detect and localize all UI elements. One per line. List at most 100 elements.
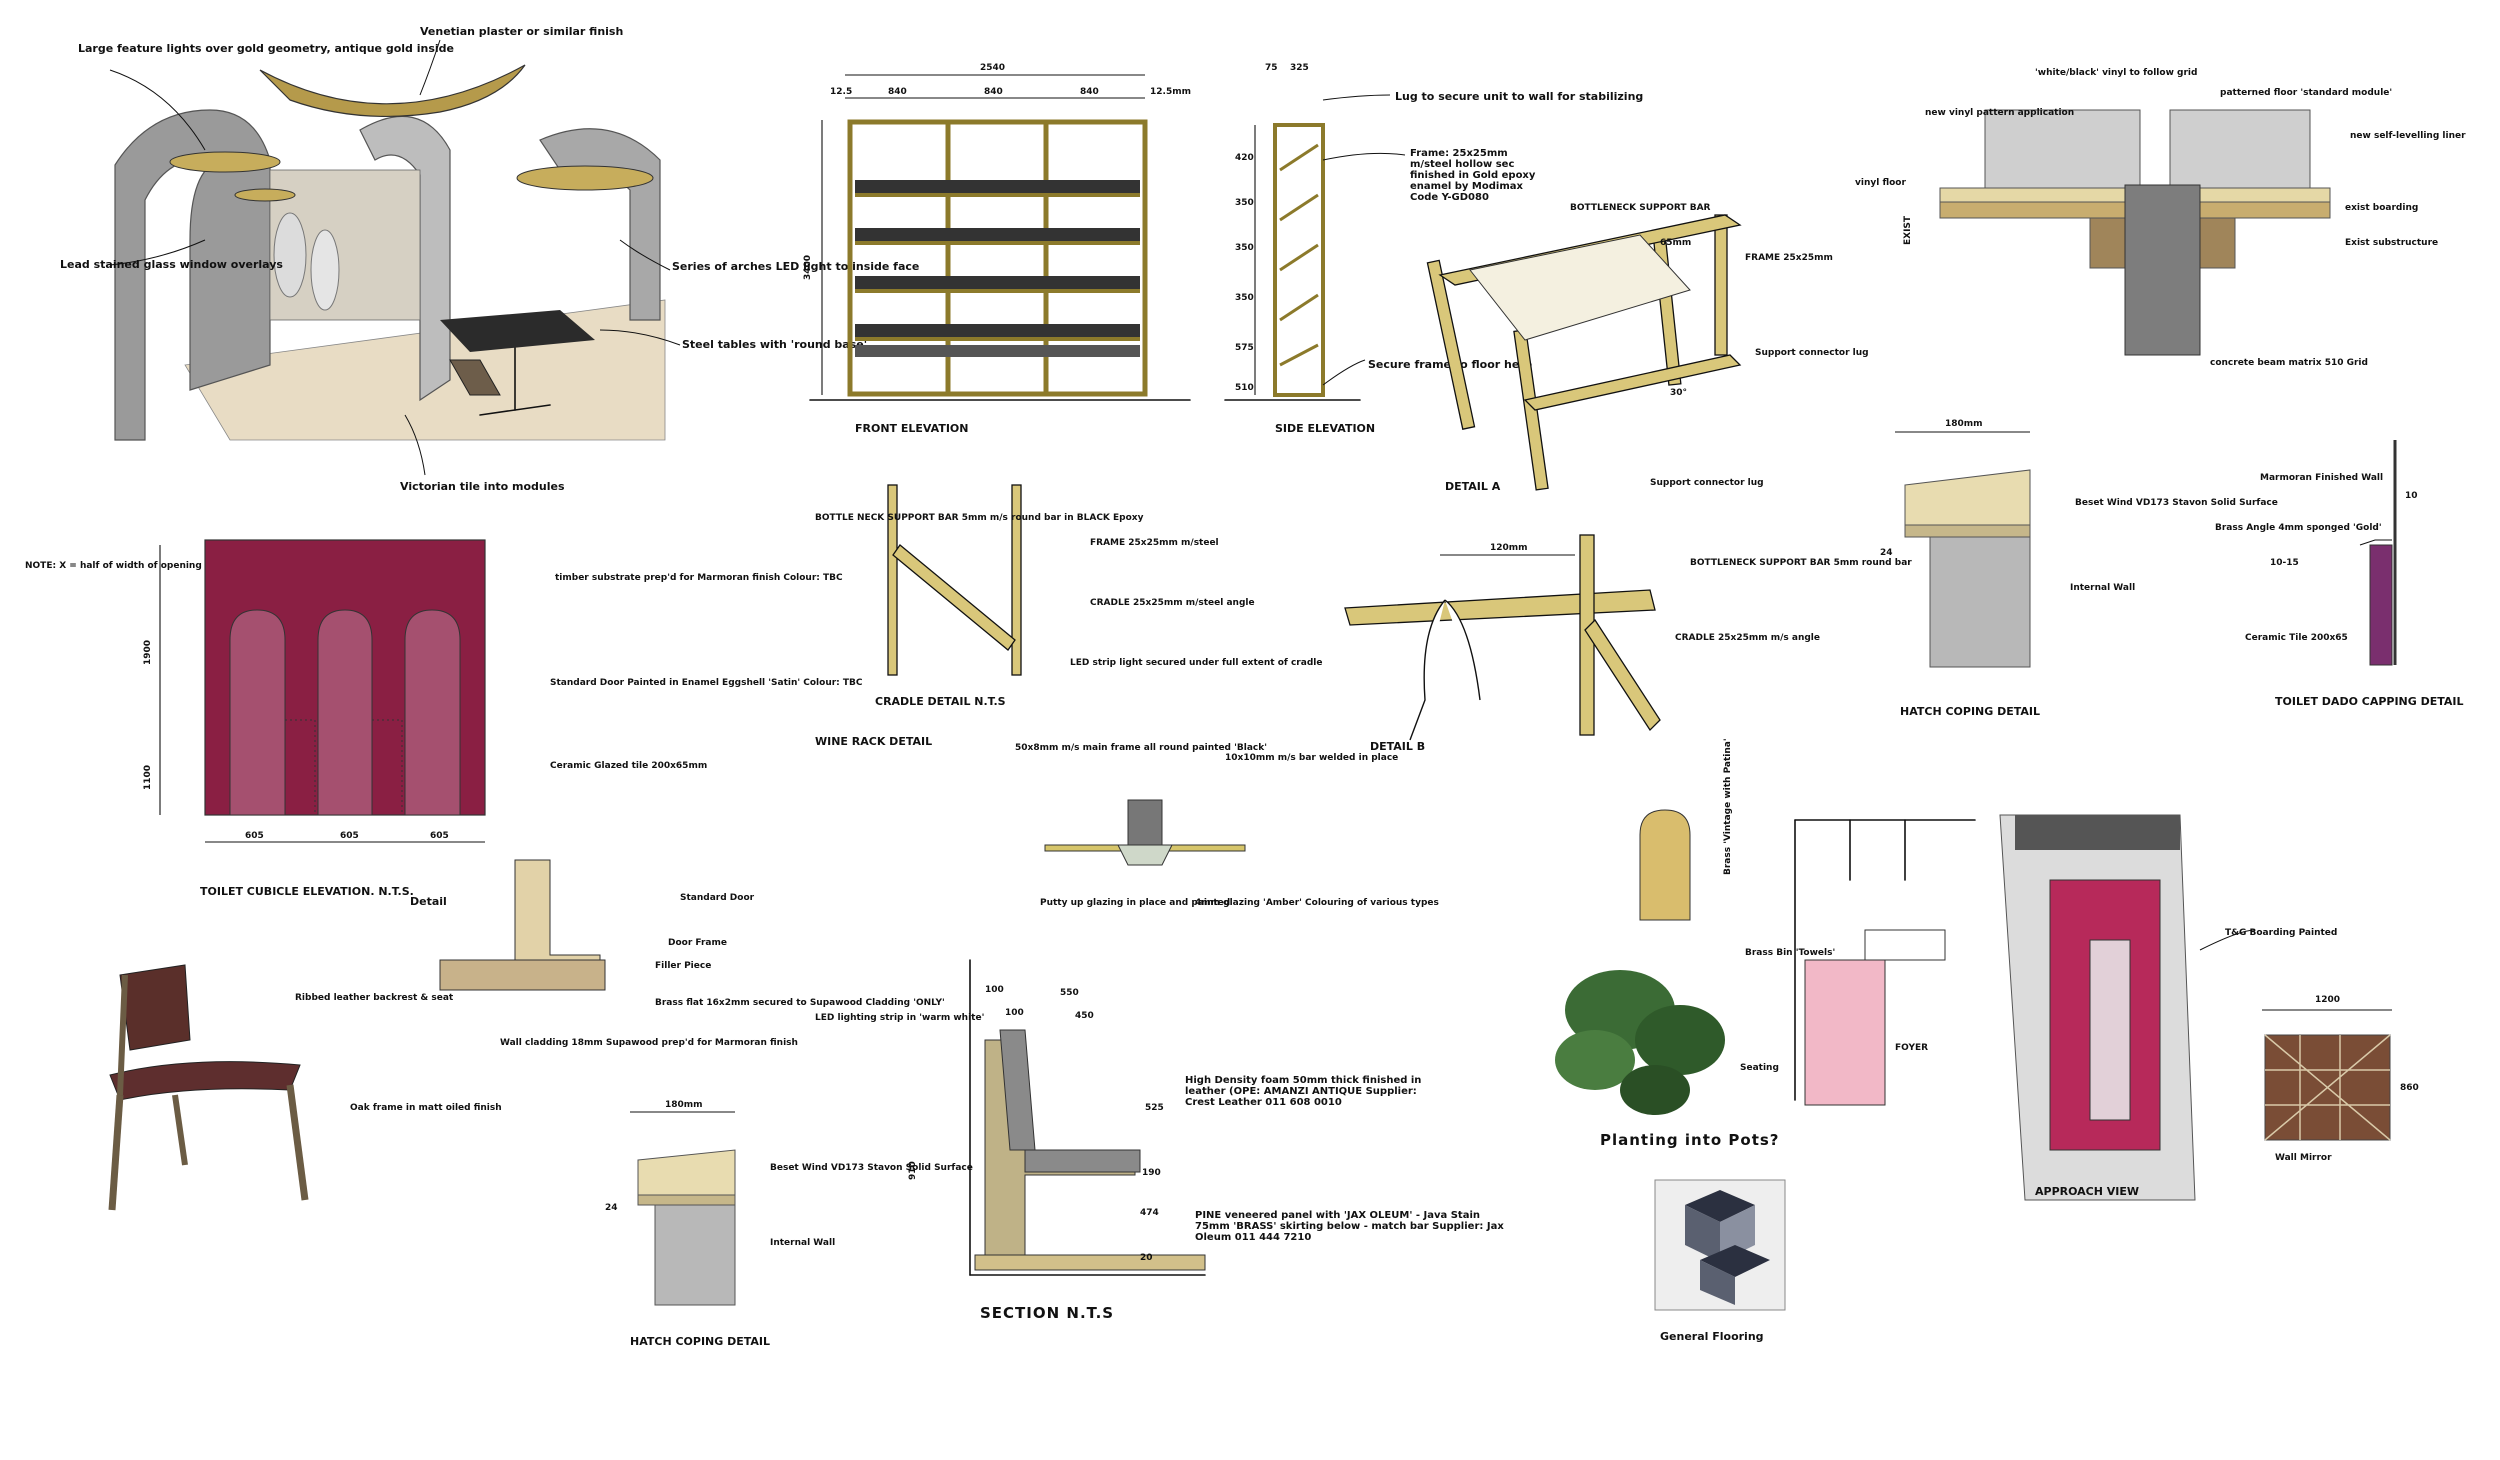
note-internal-wall-2: Internal Wall: [770, 1238, 835, 1248]
note-foam-wrap: High Density foam 50mm thick finished in…: [1185, 1075, 1421, 1108]
banquette-section: 100 100 550 450 525 910 190 474 20 LED l…: [815, 959, 1504, 1322]
floor-slab-right: [2169, 109, 2311, 191]
dim-10-15: 10-15: [2270, 558, 2299, 568]
glazing-bar: [1127, 799, 1163, 846]
note-brass-angle: Brass Angle 4mm sponged 'Gold': [2215, 523, 2382, 533]
caption-cubicle: TOILET CUBICLE ELEVATION. N.T.S.: [200, 885, 414, 898]
note-beset-1: Beset Wind VD173 Stavon Solid Surface: [2075, 498, 2278, 508]
dim-860: 860: [2400, 1083, 2419, 1093]
pendant-light-1: [169, 151, 281, 173]
dim-side-1: 350: [1235, 198, 1254, 208]
bottle-rows: [855, 180, 1140, 357]
caption-detail-a: DETAIL A: [1445, 480, 1501, 493]
internal-wall-2: [654, 1204, 736, 1306]
note-ceramic-glazed: Ceramic Glazed tile 200x65mm: [550, 761, 707, 771]
toilet-plan: Brass Bin 'Towels' Seating FOYER: [1740, 819, 1976, 1106]
floor-detail: 'white/black' vinyl to follow grid patte…: [1855, 68, 2466, 368]
foyer-zone: [1804, 959, 1886, 1106]
note-ribbed-leather: Ribbed leather backrest & seat: [295, 993, 454, 1003]
note-filler: Filler Piece: [655, 961, 711, 971]
note-wall-mirror: Wall Mirror: [2275, 1153, 2332, 1163]
ceramic-tile: [2369, 544, 2393, 666]
caption-dado: TOILET DADO CAPPING DETAIL: [2275, 695, 2464, 708]
flooring-tile: [1654, 1179, 1786, 1311]
dim-1900: 1900: [143, 640, 153, 665]
tag-detail: Detail: [410, 895, 447, 908]
note-new-vinyl: new vinyl pattern application: [1925, 108, 2074, 118]
note-timber-substrate: timber substrate prep'd for Marmoran fin…: [555, 573, 843, 583]
note-frame: Frame: 25x25mm m/steel hollow sec finish…: [1410, 148, 1536, 203]
dim-height: 3400: [803, 255, 813, 280]
note-standard-door: Standard Door Painted in Enamel Eggshell…: [550, 678, 863, 688]
caption-detail-b: DETAIL B: [1370, 740, 1425, 753]
note-bottleneck-b: BOTTLENECK SUPPORT BAR 5mm round bar: [1690, 558, 1912, 568]
note-patterned: patterned floor 'standard module': [2220, 88, 2392, 98]
note-vinyl-floor: vinyl floor: [1855, 178, 1906, 188]
dim-605-1: 605: [245, 831, 264, 841]
note-bottleneck-a: BOTTLENECK SUPPORT BAR: [1570, 203, 1711, 213]
dim-s-2: 550: [1060, 988, 1079, 998]
dim-s-5: 910: [908, 1161, 918, 1180]
note-foyer: FOYER: [1895, 1043, 1928, 1053]
note-brass-towels: Brass Bin 'Towels': [1745, 948, 1835, 958]
detail-b: 120mm BOTTLENECK SUPPORT BAR 5mm round b…: [1344, 534, 1912, 753]
approach-view: T&G Boarding Painted 1200 860 Wall Mirro…: [1999, 814, 2419, 1201]
dim-1200: 1200: [2315, 995, 2340, 1005]
note-brass-vintage: Brass 'Vintage with Patina': [1723, 738, 1733, 875]
note-pine: PINE veneered panel with 'JAX OLEUM' - J…: [1195, 1210, 1504, 1243]
caption-approach: APPROACH VIEW: [2035, 1185, 2139, 1198]
steel-table: [440, 310, 595, 352]
note-feature-lights: Large feature lights over gold geometry,…: [78, 42, 454, 55]
caption-hatch-1: HATCH COPING DETAIL: [1900, 705, 2040, 718]
dim-side-0: 420: [1235, 153, 1254, 163]
floor-slab-left: [1984, 109, 2141, 191]
dim-bay-4: 12.5mm: [1150, 87, 1191, 97]
note-brass-flat: Brass flat 16x2mm secured to Supawood Cl…: [655, 998, 945, 1008]
dim-bay-1: 840: [888, 87, 907, 97]
pendant-light-2: [516, 165, 654, 191]
note-bottleneck-bar: BOTTLE NECK SUPPORT BAR 5mm m/s round ba…: [815, 513, 1144, 523]
dim-hatch-2-side: 24: [605, 1203, 618, 1213]
foam-seat: [1024, 1149, 1141, 1173]
bottle-rack-iso: [1469, 234, 1691, 341]
brass-bin: [1639, 809, 1691, 921]
note-white-black: 'white/black' vinyl to follow grid: [2035, 68, 2197, 78]
note-frame-wrap: Frame: 25x25mm m/steel hollow sec finish…: [1410, 148, 1536, 203]
dim-bay-2: 840: [984, 87, 1003, 97]
cubicle-door-2: [317, 609, 373, 816]
note-exist-sub: Exist substructure: [2345, 238, 2438, 248]
dim-605-2: 605: [340, 831, 359, 841]
concrete-beam: [2124, 184, 2201, 356]
dim-top-1: 325: [1290, 63, 1309, 73]
bottleneck-bar-b: [1344, 589, 1656, 626]
caption-side-elevation: SIDE ELEVATION: [1275, 422, 1375, 435]
note-internal-wall-1: Internal Wall: [2070, 583, 2135, 593]
interior-sketch: Large feature lights over gold geometry,…: [60, 25, 919, 493]
note-tg-boarding: T&G Boarding Painted: [2225, 928, 2337, 938]
note-self-levelling: new self-levelling liner: [2350, 131, 2466, 141]
note-concrete-beam: concrete beam matrix 510 Grid: [2210, 358, 2368, 368]
note-door-frame: Door Frame: [668, 938, 727, 948]
monstera-plant: [1555, 970, 1725, 1115]
chair-sketch: [449, 359, 501, 396]
note-lug: Lug to secure unit to wall for stabilizi…: [1395, 90, 1643, 103]
note-frame-c: FRAME 25x25mm m/steel: [1090, 538, 1219, 548]
note-std-door: Standard Door: [680, 893, 755, 903]
note-venetian-plaster: Venetian plaster or similar finish: [420, 25, 623, 38]
note-exist-boarding: exist boarding: [2345, 203, 2418, 213]
dim-overall-width: 2540: [980, 63, 1005, 73]
note-lead-glass: Lead stained glass window overlays: [60, 258, 283, 271]
glazing-detail: 50x8mm m/s main frame all round painted …: [1015, 743, 1439, 908]
note-led-strip: LED strip light secured under full exten…: [1070, 658, 1322, 668]
note-120mm: 120mm: [1490, 543, 1528, 553]
feature-light-large: [259, 64, 526, 118]
note-65mm: 65mm: [1660, 238, 1691, 248]
note-ceramic-dado: Ceramic Tile 200x65: [2245, 633, 2348, 643]
dim-side-5: 510: [1235, 383, 1254, 393]
note-pine-wrap: PINE veneered panel with 'JAX OLEUM' - J…: [1195, 1210, 1504, 1243]
dim-s-3: 450: [1075, 1011, 1094, 1021]
caption-section: SECTION N.T.S: [980, 1304, 1114, 1322]
chair-backrest: [119, 964, 191, 1051]
note-putty: Putty up glazing in place and painted: [1040, 898, 1230, 908]
